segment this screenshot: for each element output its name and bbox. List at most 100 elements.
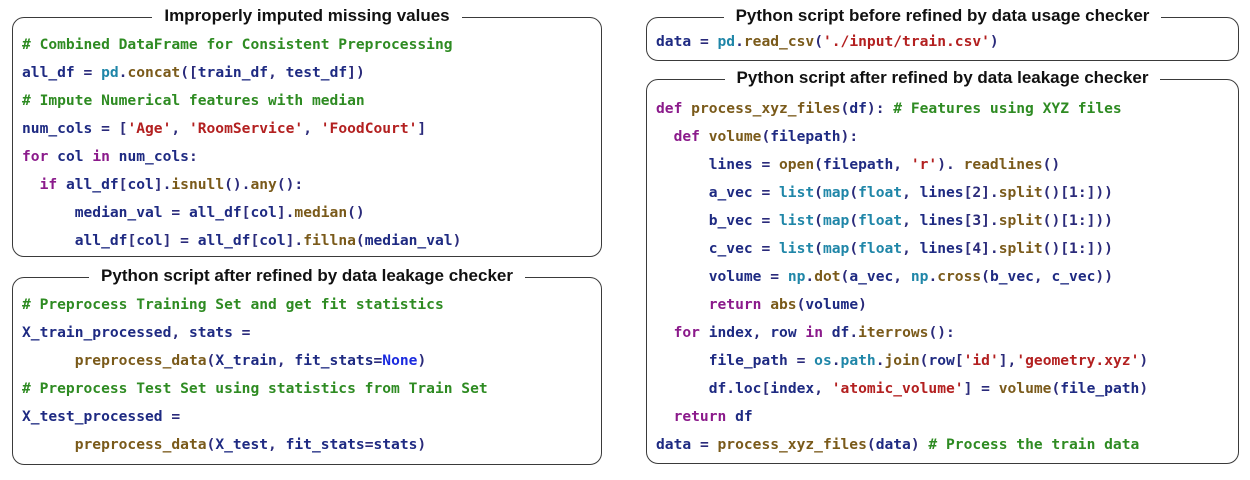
- code-token: loc: [735, 380, 762, 397]
- code-block: data = pd.read_csv('./input/train.csv'): [656, 28, 1234, 56]
- code-token: def: [656, 100, 692, 117]
- code-line: b_vec = list(map(float, lines[3].split()…: [656, 207, 1234, 235]
- code-token: [2].: [963, 184, 999, 201]
- code-token: num_cols: [118, 148, 189, 165]
- code-token: a_vec: [656, 184, 762, 201]
- code-token: =: [761, 156, 780, 173]
- code-token: volume: [805, 296, 859, 313]
- code-token: all_df: [22, 232, 128, 249]
- code-token: all_df: [22, 64, 84, 81]
- code-line: if all_df[col].isnull().any():: [22, 171, 597, 199]
- code-token: any: [250, 176, 277, 193]
- code-token: fit_stats: [285, 436, 365, 453]
- code-line: data = process_xyz_files(data) # Process…: [656, 431, 1234, 459]
- code-token: ): [858, 296, 867, 313]
- code-token: ): [1139, 352, 1149, 369]
- code-token: list: [779, 240, 815, 257]
- code-token: (: [814, 212, 823, 229]
- code-token: ): [452, 232, 462, 249]
- code-token: = [: [101, 120, 128, 137]
- panel-imputed: Improperly imputed missing values # Comb…: [12, 6, 602, 257]
- code-token: list: [779, 212, 815, 229]
- code-token: './input/train.csv': [822, 33, 990, 50]
- code-token: ,: [268, 436, 286, 453]
- code-token: # Impute Numerical features with median: [22, 92, 365, 109]
- code-token: [: [241, 204, 251, 221]
- code-line: lines = open(filepath, 'r'). readlines(): [656, 151, 1234, 179]
- code-token: row: [770, 324, 806, 341]
- code-token: ,: [814, 380, 832, 397]
- code-token: [656, 408, 674, 425]
- code-token: median_val: [364, 232, 453, 249]
- code-token: split: [998, 240, 1043, 257]
- code-token: a_vec: [849, 268, 894, 285]
- code-token: os: [814, 352, 832, 369]
- code-token: np: [787, 268, 806, 285]
- code-token: ,: [752, 324, 771, 341]
- code-token: .: [849, 324, 859, 341]
- code-token: ():: [276, 176, 304, 193]
- code-token: ): [989, 33, 999, 50]
- code-token: 'RoomService': [188, 120, 304, 137]
- code-token: (: [919, 352, 929, 369]
- code-token: X_test: [215, 436, 269, 453]
- code-token: lines: [656, 156, 762, 173]
- code-token: ()[1:])): [1042, 240, 1113, 257]
- code-token: data: [656, 33, 700, 50]
- code-token: ,: [303, 120, 321, 137]
- code-token: volume: [656, 268, 771, 285]
- code-token: c_vec: [1051, 268, 1096, 285]
- code-token: ,: [893, 156, 911, 173]
- code-token: fit_stats: [294, 352, 374, 369]
- code-token: col: [259, 232, 286, 249]
- code-block: # Preprocess Training Set and get fit st…: [22, 291, 597, 459]
- code-token: ].: [276, 204, 295, 221]
- panel-title: Python script after refined by data leak…: [89, 266, 525, 285]
- code-line: a_vec = list(map(float, lines[2].split()…: [656, 179, 1234, 207]
- code-token: =: [761, 212, 780, 229]
- code-token: ).: [937, 156, 964, 173]
- code-token: map: [822, 184, 850, 201]
- code-token: :: [188, 148, 198, 165]
- code-token: lines: [919, 212, 964, 229]
- code-token: all_df: [197, 232, 251, 249]
- code-token: return: [673, 408, 736, 425]
- code-token: [656, 296, 709, 313]
- code-token: median_val: [22, 204, 172, 221]
- panel-usage-checker: Python script before refined by data usa…: [646, 6, 1239, 61]
- code-token: [656, 128, 674, 145]
- code-token: (: [814, 33, 823, 50]
- code-token: file_path: [656, 352, 797, 369]
- code-token: ] =: [162, 232, 198, 249]
- code-token: read_csv: [743, 33, 815, 50]
- code-token: ]: [417, 120, 427, 137]
- code-token: =: [796, 352, 815, 369]
- code-line: median_val = all_df[col].median(): [22, 199, 597, 227]
- code-token: ():: [928, 324, 955, 341]
- code-line: # Preprocess Test Set using statistics f…: [22, 375, 597, 403]
- code-token: b_vec: [656, 212, 762, 229]
- code-token: col: [136, 232, 163, 249]
- code-token: iterrows: [858, 324, 929, 341]
- code-token: np: [910, 268, 929, 285]
- code-token: (: [849, 212, 859, 229]
- code-line: data = pd.read_csv('./input/train.csv'): [656, 28, 1234, 56]
- code-token: (: [796, 296, 806, 313]
- code-line: # Impute Numerical features with median: [22, 87, 597, 115]
- code-line: X_train_processed, stats =: [22, 319, 597, 347]
- code-token: [: [954, 352, 964, 369]
- code-token: median: [294, 204, 348, 221]
- code-line: df.loc[index, 'atomic_volume'] = volume(…: [656, 375, 1234, 403]
- code-token: # Combined DataFrame for Consistent Prep…: [22, 36, 453, 53]
- code-token: df: [849, 100, 867, 117]
- code-token: for: [673, 324, 709, 341]
- code-token: ,: [1033, 268, 1052, 285]
- code-token: stats: [188, 324, 242, 341]
- code-token: col: [127, 176, 154, 193]
- code-token: =: [241, 324, 251, 341]
- code-block: # Combined DataFrame for Consistent Prep…: [22, 31, 597, 255]
- code-token: =: [770, 268, 788, 285]
- code-line: for index, row in df.iterrows():: [656, 319, 1234, 347]
- code-token: ().: [224, 176, 251, 193]
- code-line: preprocess_data(X_test, fit_stats=stats): [22, 431, 597, 459]
